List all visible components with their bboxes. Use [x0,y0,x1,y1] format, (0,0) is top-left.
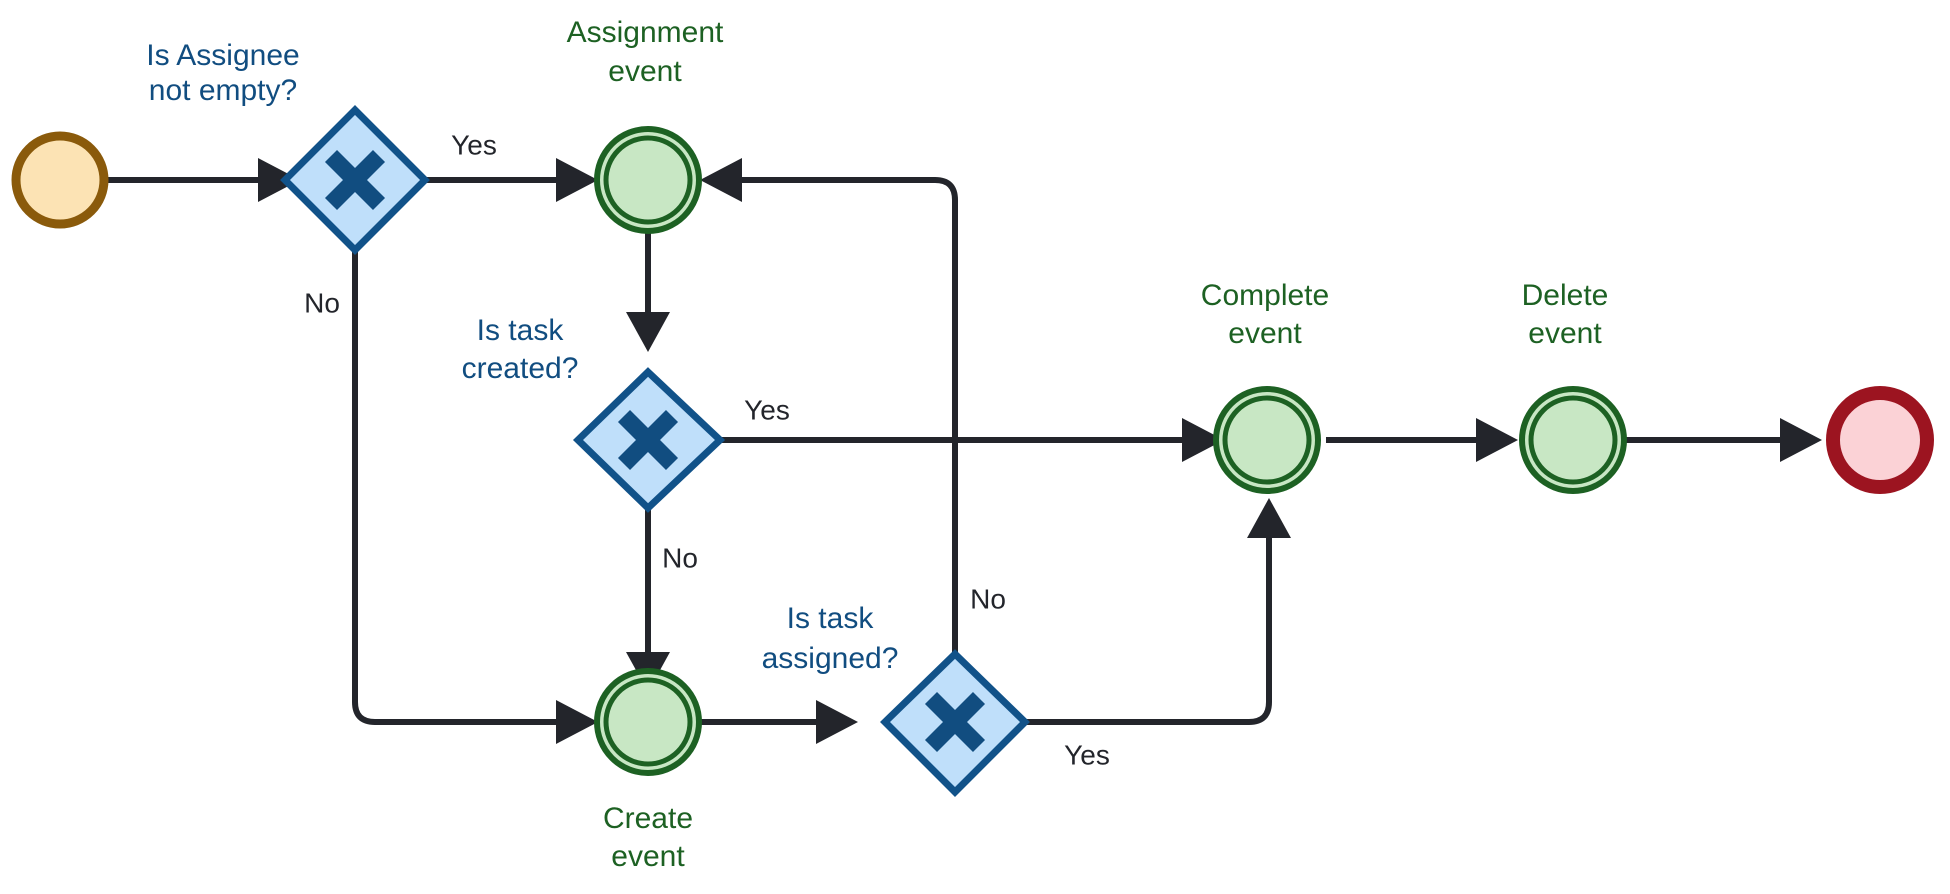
arrow-head-icon [1182,418,1224,462]
complete-event-label-line2: event [1228,317,1302,350]
delete-event-label-line2: event [1528,317,1602,350]
gateway-assignee-label-line1: Is Assignee [146,39,299,72]
edge-gateway-assignee-no [352,248,598,744]
flow-label-created-no: No [662,542,698,573]
node-gateway-created[interactable]: Is task created? [462,314,726,513]
intermediate-event-inner-circle-icon [603,135,693,225]
intermediate-event-inner-circle-icon [1528,395,1618,485]
gateway-created-label-line1: Is task [477,314,565,347]
arrow-head-icon [1780,418,1822,462]
arrow-head-icon [258,158,300,202]
gateway-assigned-label-line1: Is task [787,602,875,635]
node-assignment-event[interactable]: Assignment event [567,16,724,234]
node-start-event[interactable] [11,131,109,229]
assignment-event-label-line1: Assignment [567,16,724,49]
intermediate-event-inner-circle-icon [1222,395,1312,485]
flow-label-assigned-no: No [970,583,1006,614]
gateway-assigned-label-line2: assigned? [762,642,899,675]
edge-gateway-assignee-yes [425,158,598,202]
arrow-head-icon [556,158,598,202]
edge-create-to-gateway-assigned [700,700,858,744]
create-event-label-line2: event [611,840,685,873]
gateway-assignee-label-line2: not empty? [149,74,297,107]
create-event-label-line1: Create [603,802,693,835]
gateway-x-icon [617,409,679,471]
arrow-head-icon [1247,498,1291,538]
end-event-circle-icon [1826,386,1934,494]
flow-label-created-yes: Yes [744,394,790,425]
edge-gateway-assigned-no [700,158,958,654]
edge-assignment-to-gateway-created [626,232,670,352]
flow-label-assigned-yes: Yes [1064,739,1110,770]
node-gateway-assignee[interactable]: Is Assignee not empty? [146,39,430,255]
edge-gateway-created-yes [720,418,1224,462]
arrow-head-icon [816,700,858,744]
arrow-head-icon [700,158,742,202]
gateway-x-icon [324,149,386,211]
node-create-event[interactable]: Create event [594,668,702,873]
assignment-event-label-line2: event [608,55,682,88]
gateway-x-icon [924,691,986,753]
gateway-created-label-line2: created? [462,352,579,385]
flow-label-assignee-no: No [304,287,340,318]
start-event-circle-icon [11,131,109,229]
delete-event-label-line1: Delete [1522,279,1609,312]
edge-gateway-assigned-yes [1025,498,1291,725]
node-delete-event[interactable]: Delete event [1519,279,1627,494]
complete-event-label-line1: Complete [1201,279,1329,312]
edge-start-to-gateway-assignee [106,158,300,202]
edge-gateway-created-no [626,508,670,692]
intermediate-event-inner-circle-icon [603,677,693,767]
flow-label-assignee-yes: Yes [451,129,497,160]
node-complete-event[interactable]: Complete event [1201,279,1329,494]
edge-delete-to-end [1620,418,1822,462]
node-gateway-assigned[interactable]: Is task assigned? [762,602,1030,797]
node-end-event[interactable] [1826,386,1934,494]
arrow-head-icon [1476,418,1518,462]
edge-complete-to-delete [1326,418,1518,462]
arrow-head-icon [626,312,670,352]
arrow-head-icon [556,700,598,744]
